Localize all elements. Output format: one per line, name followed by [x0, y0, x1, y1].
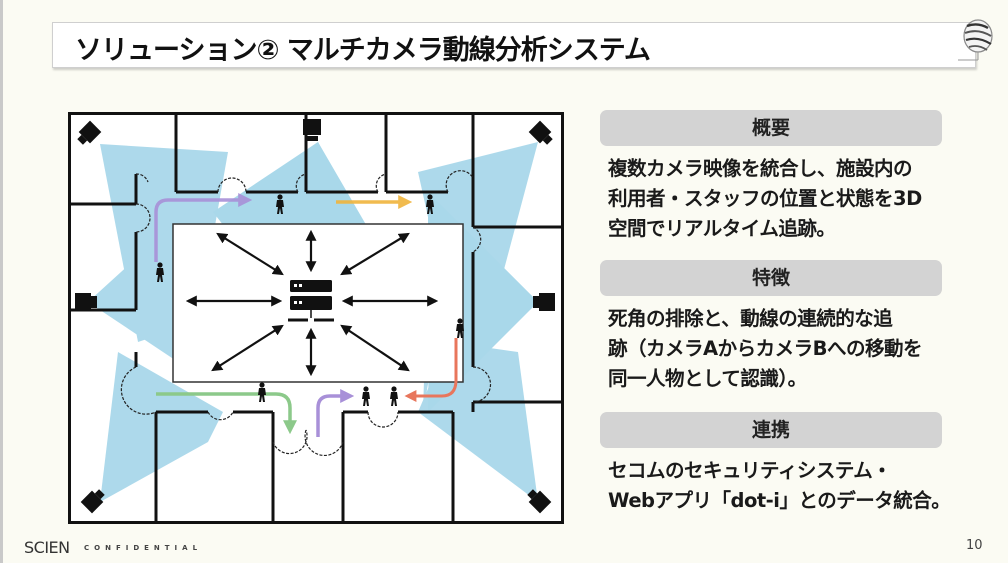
slide-left-edge	[0, 0, 3, 563]
globe-logo-icon	[958, 19, 993, 61]
text-line: セコムのセキュリティシステム・	[608, 459, 892, 482]
section-header-features: 特徴	[600, 260, 942, 296]
section-body-integration: セコムのセキュリティシステム・ Webアプリ「dot-i」とのデータ統合。	[600, 448, 951, 516]
footer-brand-logo: SCIEN	[24, 538, 70, 557]
slide-title: ソリューション② マルチカメラ動線分析システム	[75, 35, 651, 66]
section-features: 特徴 死角の排除と、動線の連続的な追 跡（カメラAからカメラBへの移動を 同一人…	[600, 260, 942, 410]
section-body-overview: 複数カメラ映像を統合し、施設内の 利用者・スタッフの位置と状態を3D 空間でリア…	[600, 146, 942, 258]
text-line: 跡（カメラAからカメラBへの移動を	[608, 337, 922, 360]
floor-plan-diagram	[68, 112, 564, 524]
text-line: 複数カメラ映像を統合し、施設内の	[608, 157, 913, 180]
title-bar: ソリューション② マルチカメラ動線分析システム	[52, 22, 976, 68]
text-line: 同一人物として認識）。	[608, 367, 807, 390]
section-integration: 連携 セコムのセキュリティシステム・ Webアプリ「dot-i」とのデータ統合。	[600, 412, 951, 516]
text-line: Webアプリ「dot-i」とのデータ統合。	[608, 489, 951, 512]
section-header-overview: 概要	[600, 110, 942, 146]
section-overview: 概要 複数カメラ映像を統合し、施設内の 利用者・スタッフの位置と状態を3D 空間…	[600, 110, 942, 258]
text-line: 利用者・スタッフの位置と状態を3D	[608, 187, 922, 210]
server-icon	[288, 280, 334, 322]
info-panel: 概要 複数カメラ映像を統合し、施設内の 利用者・スタッフの位置と状態を3D 空間…	[600, 110, 951, 516]
section-body-features: 死角の排除と、動線の連続的な追 跡（カメラAからカメラBへの移動を 同一人物とし…	[600, 296, 942, 410]
footer-confidential-label: CONFIDENTIAL	[84, 544, 203, 552]
text-line: 死角の排除と、動線の連続的な追	[608, 307, 893, 330]
page-number: 10	[966, 538, 983, 553]
section-header-integration: 連携	[600, 412, 942, 448]
text-line: 空間でリアルタイム追跡。	[608, 217, 836, 240]
